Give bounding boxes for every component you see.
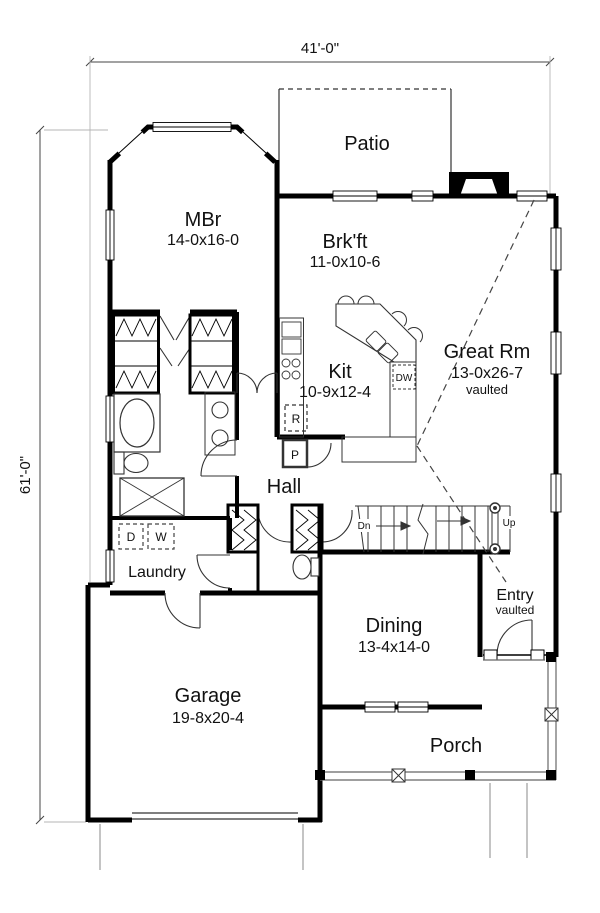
porch-posts	[315, 652, 559, 783]
master-closets	[112, 313, 235, 395]
master-bath-fixtures	[113, 391, 236, 517]
vault-dashed-lines	[416, 199, 535, 583]
fireplace-icon	[449, 172, 509, 196]
great-rm-note: vaulted	[466, 382, 508, 397]
bath-door	[200, 439, 238, 477]
stair-railing	[489, 502, 501, 555]
dryer-box	[118, 523, 144, 550]
door-swings	[159, 315, 533, 656]
vanity-sinks-icon	[204, 391, 236, 456]
laundry-label: Laundry	[128, 564, 186, 581]
porch-label: Porch	[430, 735, 482, 757]
toilet-icon	[113, 451, 149, 475]
laundry-appliances	[118, 523, 175, 550]
refrigerator-box	[284, 404, 308, 432]
island-counter	[335, 295, 423, 463]
entry-note: vaulted	[496, 603, 535, 617]
kitchen-fixtures	[279, 295, 423, 469]
bay-window	[116, 122, 269, 156]
washer-label: W	[155, 530, 167, 544]
bar-stools	[337, 295, 423, 343]
kit-size: 10-9x12-4	[299, 384, 371, 401]
porch-x-posts	[391, 707, 559, 783]
kit-label: Kit	[328, 361, 352, 383]
driveway-lines	[99, 783, 528, 870]
dishwasher-box	[392, 364, 416, 390]
stair-door	[321, 509, 353, 543]
stair-break-line	[417, 503, 429, 555]
garage-label: Garage	[175, 685, 242, 707]
dining-label: Dining	[366, 615, 423, 637]
mbr-label: MBr	[185, 209, 222, 231]
shower-icon	[119, 477, 185, 517]
tub-icon	[113, 393, 161, 453]
laundry-door	[196, 554, 231, 589]
stairs-up-label: Up	[503, 518, 516, 529]
stairs	[355, 502, 511, 555]
closet-bifold-doors	[159, 315, 191, 367]
garage-size: 19-8x20-4	[172, 710, 244, 727]
range-counter	[279, 317, 304, 438]
garage-door	[132, 812, 298, 820]
entry-label: Entry	[496, 587, 533, 604]
great-rm-label: Great Rm	[444, 341, 531, 363]
dryer-label: D	[127, 530, 136, 544]
powder-toilet-icon	[292, 554, 320, 580]
extension-lines	[44, 56, 551, 823]
hall-closet-door	[257, 509, 293, 543]
brkft-size: 11-0x10-6	[310, 254, 381, 271]
pantry-label: P	[291, 448, 299, 462]
kitchen-sink-icon	[365, 330, 399, 364]
pantry-door	[306, 442, 332, 468]
height-dimension-label: 61'-0"	[17, 456, 34, 494]
dimension-lines	[35, 57, 555, 825]
width-dimension-label: 41'-0"	[301, 40, 339, 57]
windows	[105, 122, 562, 713]
dining-size: 13-4x14-0	[358, 639, 430, 656]
great-rm-size: 13-0x26-7	[451, 365, 523, 382]
refrigerator-label: R	[292, 412, 301, 426]
brkft-label: Brk'ft	[323, 231, 368, 253]
hall-closets	[226, 503, 324, 554]
washer-box	[147, 523, 175, 550]
pantry-box	[281, 438, 309, 469]
mbr-double-door	[236, 372, 278, 394]
front-door	[496, 619, 533, 656]
up-label-bg	[499, 516, 519, 529]
dn-label-bg	[353, 519, 376, 532]
entry-front	[483, 649, 556, 661]
mbr-size: 14-0x16-0	[167, 232, 239, 249]
patio-label: Patio	[344, 133, 390, 155]
hall-label: Hall	[267, 476, 301, 498]
porch-railings	[320, 657, 557, 781]
dishwasher-label: DW	[396, 373, 413, 384]
stair-direction-arrows	[376, 516, 472, 531]
stairs-down-label: Dn	[358, 521, 371, 532]
garage-entry-door	[164, 592, 201, 629]
